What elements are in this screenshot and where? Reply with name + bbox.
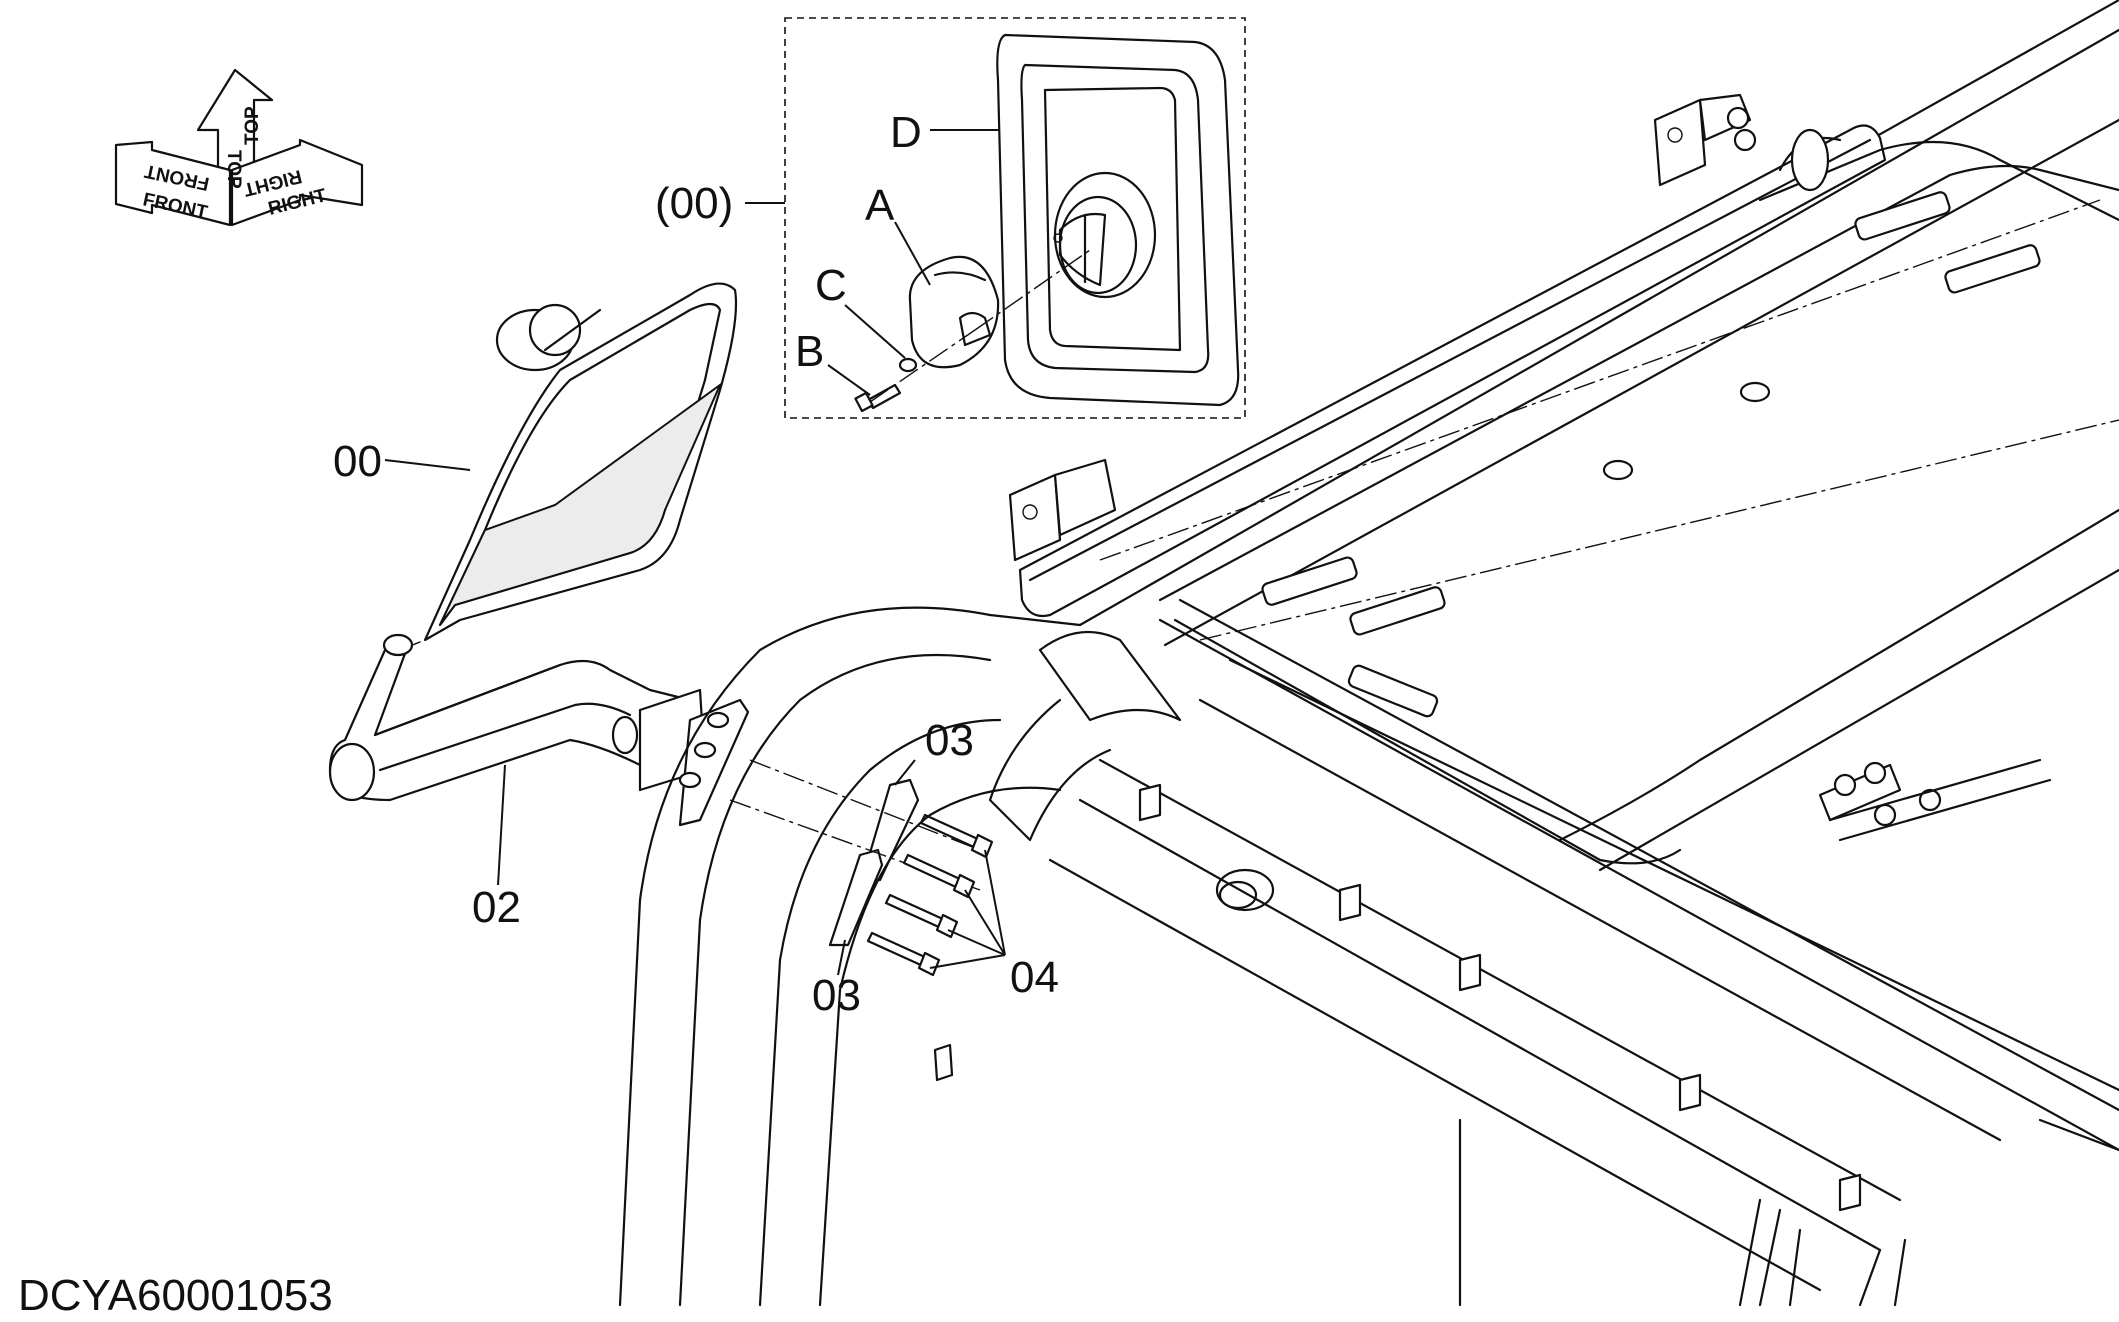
callout-mirror: 00 bbox=[333, 437, 382, 486]
bolt-set bbox=[866, 813, 994, 977]
screw-centerline bbox=[869, 329, 976, 403]
top-label-mirrored: TOP bbox=[242, 106, 263, 145]
mirror-leader bbox=[384, 459, 471, 471]
b-leader bbox=[827, 364, 871, 396]
top-label: TOP bbox=[223, 150, 244, 189]
callout-plate-lower: 03 bbox=[812, 971, 861, 1020]
mirror-stay bbox=[328, 633, 750, 827]
drawing-code: DCYA60001053 bbox=[18, 1271, 333, 1320]
stay-leader bbox=[497, 764, 506, 886]
callout-c: C bbox=[815, 261, 847, 310]
callout-stay: 02 bbox=[472, 883, 521, 932]
c-leader bbox=[844, 304, 906, 359]
mirror-back-plate bbox=[996, 33, 1240, 407]
assembly-ref-label: (00) bbox=[655, 179, 733, 228]
bolts-leader bbox=[929, 849, 1006, 969]
detail-box bbox=[784, 17, 1246, 419]
screw-part-b bbox=[854, 383, 902, 413]
plate-upper-leader bbox=[894, 759, 916, 786]
right-arrow-icon bbox=[230, 138, 364, 227]
rear-view-mirror bbox=[423, 282, 738, 642]
assembly-centerline-detail bbox=[974, 249, 1091, 331]
callout-a: A bbox=[865, 181, 895, 230]
a-leader bbox=[894, 221, 931, 286]
callout-b: B bbox=[795, 327, 824, 376]
callout-d: D bbox=[890, 108, 922, 157]
callout-bolts: 04 bbox=[1010, 953, 1059, 1002]
plate-lower-leader bbox=[837, 939, 846, 976]
washer-part-c bbox=[898, 357, 918, 373]
cab-frame bbox=[618, 0, 2119, 1307]
orientation-indicator: FRONT FRONT TOP TOP RIGHT RIGHT bbox=[114, 68, 364, 227]
front-arrow-icon bbox=[114, 140, 232, 227]
cap-part-a bbox=[908, 249, 1091, 369]
